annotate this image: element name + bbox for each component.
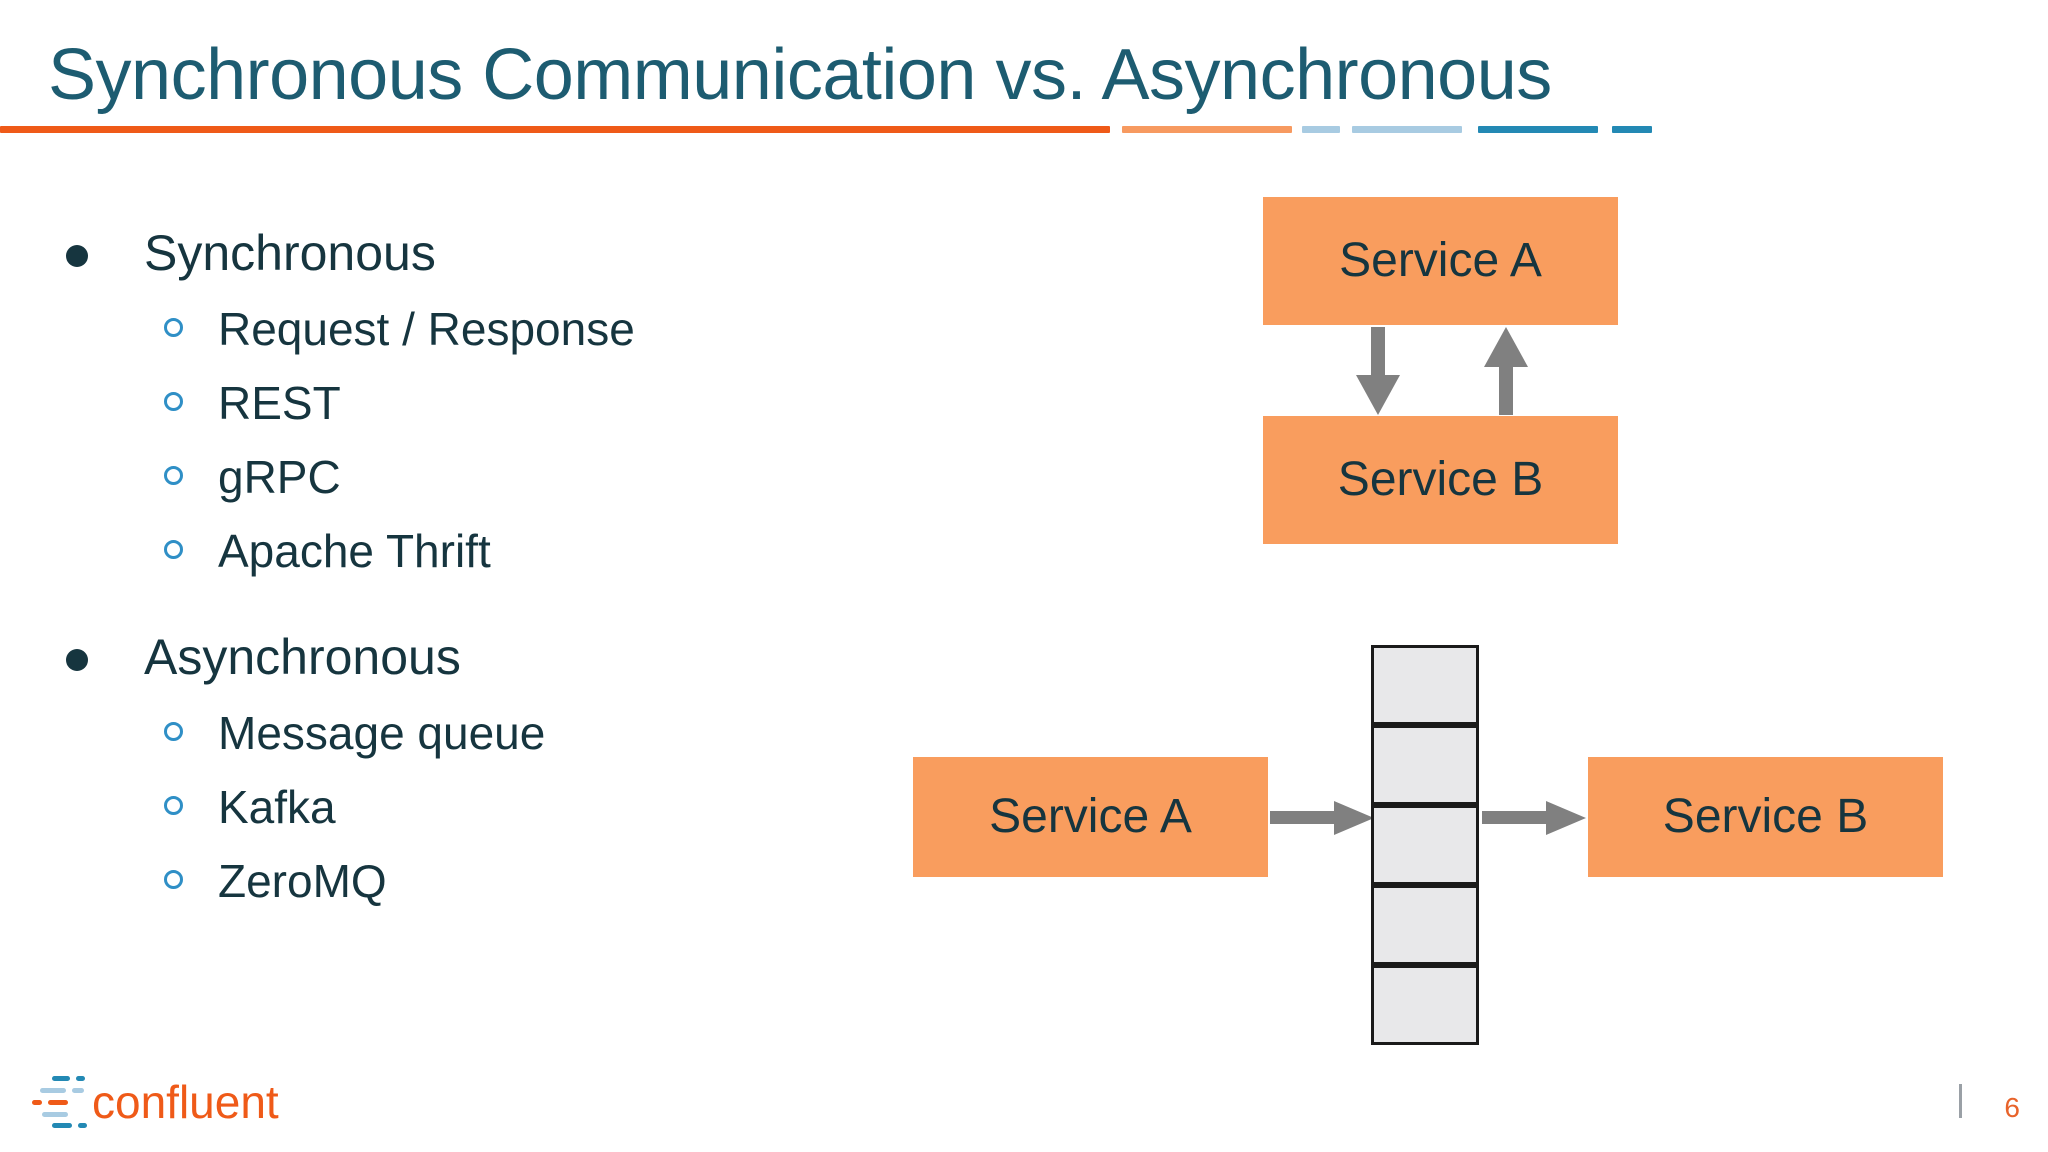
bullet-circle-icon [164, 318, 183, 337]
bullet-level2-label: Kafka [218, 781, 336, 833]
queue-cell [1371, 725, 1479, 805]
divider-segment-light-blue-long [1352, 126, 1462, 133]
queue-cell [1371, 805, 1479, 885]
bullet-level2: Request / Response [48, 306, 908, 352]
confluent-wordmark: confluent [92, 1076, 279, 1128]
page-number: 6 [2004, 1092, 2020, 1123]
bullet-level1-label: Asynchronous [144, 629, 461, 685]
bullet-dot-icon [66, 245, 88, 267]
bullet-level1: Synchronous [48, 228, 908, 278]
bullet-level2: Message queue [48, 710, 908, 756]
async-service-b-box: Service B [1588, 757, 1943, 877]
arrow-queue-to-consumer [1482, 801, 1586, 835]
confluent-logo-marks [32, 1076, 87, 1128]
bullet-level2: Apache Thrift [48, 528, 908, 574]
bullet-circle-icon [164, 870, 183, 889]
page-title: Synchronous Communication vs. Asynchrono… [48, 35, 1552, 115]
confluent-logo: confluent [32, 1076, 279, 1128]
bullet-circle-icon [164, 722, 183, 741]
bullet-level2-label: Apache Thrift [218, 525, 491, 577]
bullet-circle-icon [164, 540, 183, 559]
bullet-level2: Kafka [48, 784, 908, 830]
page-number-separator [1959, 1084, 1962, 1118]
async-service-a-box: Service A [913, 757, 1268, 877]
queue-cell [1371, 645, 1479, 725]
bullet-level2: gRPC [48, 454, 908, 500]
bullet-level2-label: Request / Response [218, 303, 635, 355]
divider-segment-light-orange [1122, 126, 1292, 133]
bullet-circle-icon [164, 392, 183, 411]
sync-service-a-box: Service A [1263, 197, 1618, 325]
arrow-up-b-to-a [1484, 327, 1528, 415]
bullet-level2-label: REST [218, 377, 341, 429]
bullet-level2: ZeroMQ [48, 858, 908, 904]
bullet-level1-label: Synchronous [144, 225, 436, 281]
bullet-level2-label: gRPC [218, 451, 341, 503]
bullet-circle-icon [164, 796, 183, 815]
bullet-level1: Asynchronous [48, 632, 908, 682]
arrow-down-a-to-b [1356, 327, 1400, 415]
divider-segment-solid-orange [0, 126, 1110, 133]
bullet-dot-icon [66, 649, 88, 671]
queue-cell [1371, 965, 1479, 1045]
divider-segment-teal-long [1478, 126, 1598, 133]
bullet-circle-icon [164, 466, 183, 485]
arrow-producer-to-queue [1270, 801, 1374, 835]
bullet-level2: REST [48, 380, 908, 426]
queue-cell [1371, 885, 1479, 965]
divider-segment-teal-short [1612, 126, 1652, 133]
sync-service-b-box: Service B [1263, 416, 1618, 544]
divider-segment-light-blue-short [1302, 126, 1340, 133]
bullet-level2-label: ZeroMQ [218, 855, 387, 907]
bullet-level2-label: Message queue [218, 707, 546, 759]
bullet-group-gap [48, 574, 908, 632]
